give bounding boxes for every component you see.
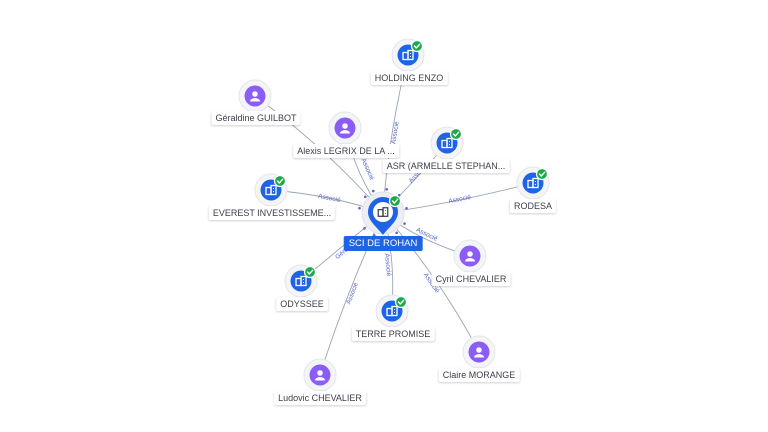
edge-ludovic-chevalier bbox=[319, 212, 384, 376]
person-icon bbox=[465, 251, 475, 262]
center-node[interactable] bbox=[361, 191, 405, 235]
node-terre-promise[interactable] bbox=[375, 294, 409, 328]
node-label-alexis-legrix[interactable]: Alexis LEGRIX DE LA ... bbox=[293, 144, 399, 158]
edge-label-ludovic-chevalier: Associé bbox=[345, 281, 360, 305]
verified-check-icon bbox=[449, 127, 463, 141]
node-rodesa[interactable] bbox=[516, 166, 550, 200]
building-icon bbox=[441, 137, 453, 149]
node-asr[interactable] bbox=[430, 126, 464, 160]
node-ludovic-chevalier[interactable] bbox=[303, 358, 337, 392]
building-icon bbox=[527, 177, 539, 189]
edge-arrow-alexis-legrix bbox=[371, 189, 375, 193]
building-icon bbox=[295, 275, 307, 287]
person-icon bbox=[250, 91, 260, 102]
node-claire-morange[interactable] bbox=[462, 335, 496, 369]
edge-label-everest: Associé bbox=[317, 193, 341, 205]
node-label-geraldine-guilbot[interactable]: Géraldine GUILBOT bbox=[211, 111, 301, 125]
building-icon bbox=[386, 305, 398, 317]
verified-check-icon bbox=[535, 167, 549, 181]
edge-arrow-cyril-chevalier bbox=[403, 222, 406, 225]
node-label-everest[interactable]: EVEREST INVESTISSEME... bbox=[208, 206, 336, 220]
node-holding-enzo[interactable] bbox=[391, 38, 425, 72]
edge-arrow-rodesa bbox=[405, 206, 408, 210]
node-everest[interactable] bbox=[254, 173, 288, 207]
edge-arrow-geraldine-guilbot bbox=[363, 195, 367, 199]
verified-check-icon bbox=[273, 174, 287, 188]
person-icon bbox=[315, 370, 325, 381]
node-alexis-legrix[interactable] bbox=[328, 111, 362, 145]
edge-label-terre-promise: Associé bbox=[383, 253, 392, 277]
center-node-label[interactable]: SCI DE ROHAN bbox=[343, 236, 423, 251]
node-cyril-chevalier[interactable] bbox=[453, 239, 487, 273]
edge-arrow-holding-enzo bbox=[385, 187, 389, 191]
verified-check-icon bbox=[410, 39, 424, 53]
building-icon bbox=[265, 184, 277, 196]
edge-arrow-claire-morange bbox=[395, 231, 398, 235]
node-label-ludovic-chevalier[interactable]: Ludovic CHEVALIER bbox=[274, 391, 366, 405]
node-label-terre-promise[interactable]: TERRE PROMISE bbox=[351, 327, 435, 341]
node-label-claire-morange[interactable]: Claire MORANGE bbox=[438, 368, 520, 382]
verified-check-icon bbox=[388, 194, 402, 208]
person-icon bbox=[340, 123, 350, 134]
edge-arrow-everest bbox=[358, 206, 361, 210]
edge-arrow-odyssee bbox=[363, 227, 366, 230]
building-icon bbox=[377, 207, 389, 217]
edge-arrow-asr bbox=[397, 193, 401, 197]
node-label-odyssee[interactable]: ODYSSEE bbox=[276, 297, 328, 311]
node-label-cyril-chevalier[interactable]: Cyril CHEVALIER bbox=[431, 272, 511, 286]
edge-label-holding-enzo: Associé bbox=[390, 121, 401, 145]
node-odyssee[interactable] bbox=[284, 264, 318, 298]
node-geraldine-guilbot[interactable] bbox=[238, 79, 272, 113]
node-label-rodesa[interactable]: RODESA bbox=[509, 199, 557, 213]
building-icon bbox=[402, 49, 414, 61]
verified-check-icon bbox=[394, 295, 408, 309]
edge-label-rodesa: Associé bbox=[448, 194, 472, 205]
person-icon bbox=[474, 347, 484, 358]
node-label-holding-enzo[interactable]: HOLDING ENZO bbox=[370, 71, 448, 85]
node-label-asr[interactable]: ASR (ARMELLE STEPHAN... bbox=[382, 159, 510, 173]
verified-check-icon bbox=[303, 265, 317, 279]
nodes-layer bbox=[238, 38, 550, 392]
